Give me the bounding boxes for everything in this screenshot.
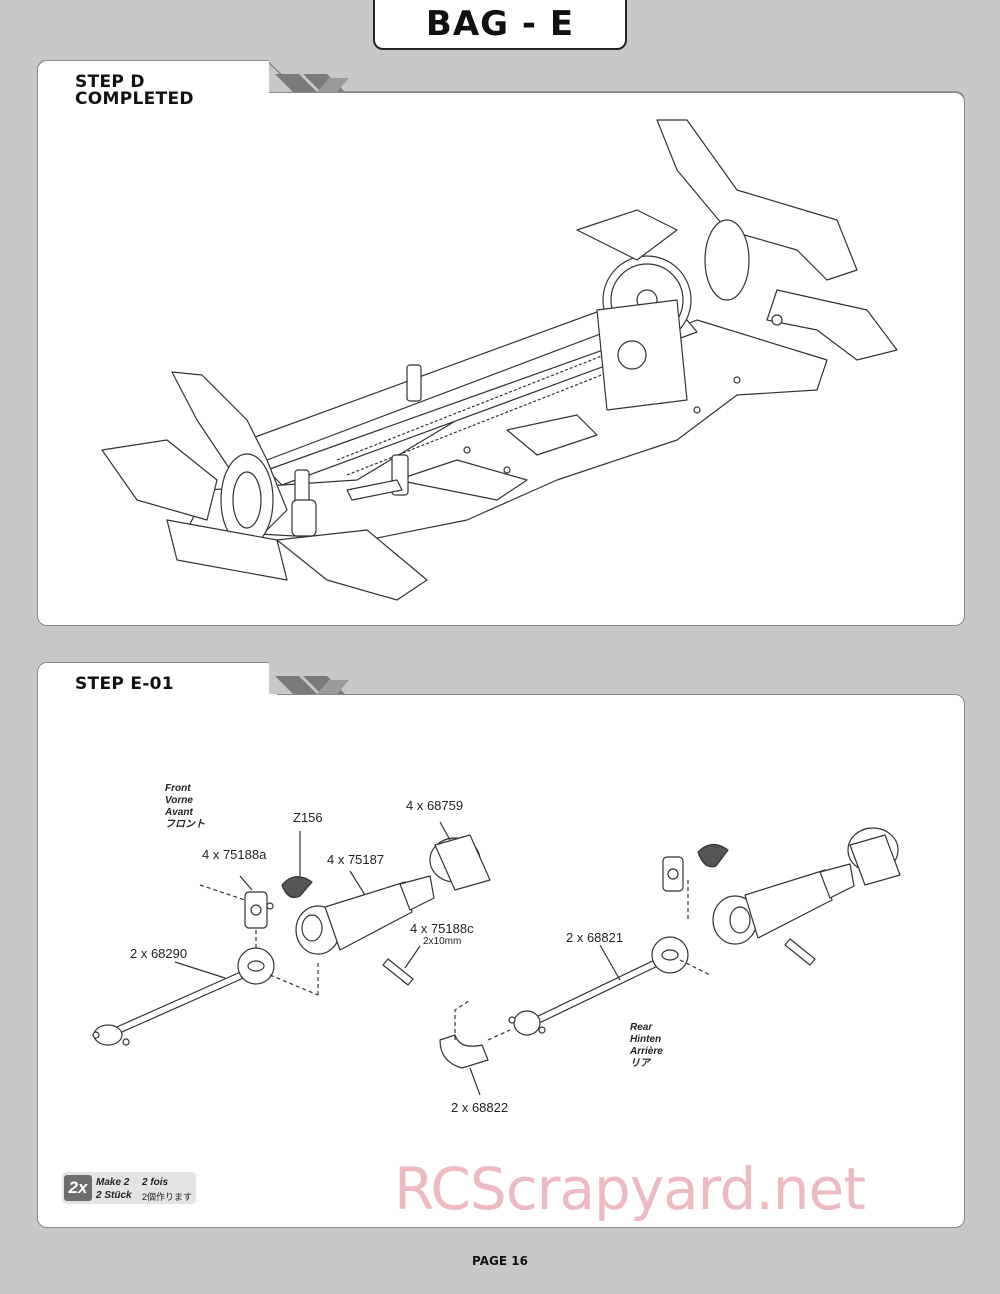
part-z156-label: Z156 bbox=[293, 810, 323, 825]
watermark: RCScrapyard.net bbox=[394, 1155, 866, 1223]
part-75188c-size: 2x10mm bbox=[423, 936, 462, 947]
step-d-label: STEP D COMPLETED bbox=[75, 72, 194, 109]
bag-title: BAG - E bbox=[425, 4, 575, 44]
part-75188c-label: 4 x 75188c bbox=[410, 921, 474, 936]
page-number: PAGE 16 bbox=[472, 1254, 528, 1268]
part-68290-label: 2 x 68290 bbox=[130, 946, 188, 961]
rear-direction-label: Rear Hinten Arrière リア bbox=[630, 1022, 663, 1069]
make-de: 2 Stück bbox=[96, 1190, 132, 1201]
step-e01-label: STEP E-01 bbox=[75, 674, 174, 694]
part-75188a-label: 4 x 75188a bbox=[202, 847, 267, 862]
part-68822-label: 2 x 68822 bbox=[451, 1100, 509, 1115]
part-68821-label: 2 x 68821 bbox=[566, 930, 624, 945]
make-jp: 2個作ります bbox=[142, 1192, 193, 1202]
step-d-panel: STEP D COMPLETED bbox=[37, 60, 965, 626]
part-68759-label: 4 x 68759 bbox=[406, 798, 464, 813]
part-75187-label: 4 x 75187 bbox=[327, 852, 385, 867]
step-e01-tab-shape bbox=[275, 676, 349, 694]
front-direction-label: Front Vorne Avant フロント bbox=[165, 783, 205, 830]
make-en: Make 2 bbox=[96, 1177, 130, 1188]
make-fr: 2 fois bbox=[142, 1177, 169, 1188]
chassis-illustration bbox=[101, 119, 898, 601]
make-quantity-box: 2x Make 2 2 fois 2 Stück 2個作ります bbox=[62, 1172, 196, 1204]
make-quantity-badge: 2x bbox=[64, 1175, 92, 1201]
bag-title-tab: BAG - E bbox=[373, 0, 627, 50]
